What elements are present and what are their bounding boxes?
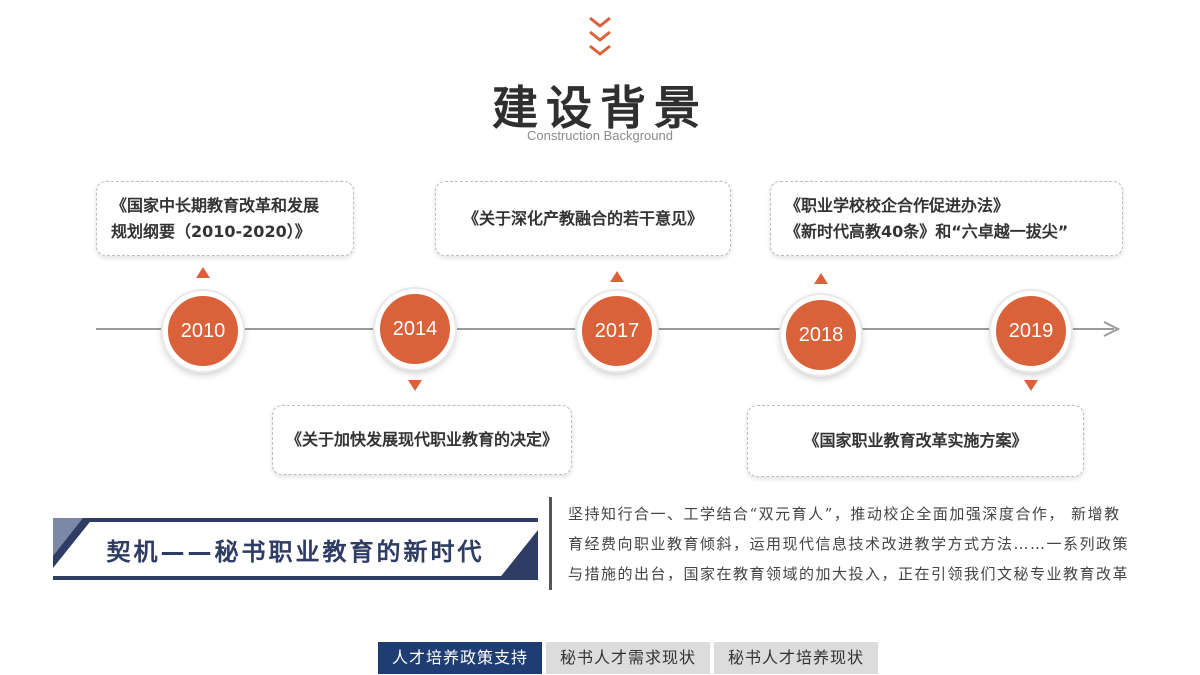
policy-note-line: 《关于深化产教融合的若干意见》 bbox=[462, 208, 703, 228]
paragraph-divider bbox=[549, 497, 552, 590]
description-paragraph: 坚持知行合一、工学结合“双元育人”，推动校企全面加强深度合作， 新增教 育经费向… bbox=[568, 499, 1178, 589]
banner-corner-decoration bbox=[498, 530, 538, 580]
policy-note-line: 《新时代高教40条》和“六卓越一拔尖” bbox=[785, 221, 1069, 241]
policy-note-line: 《国家中长期教育改革和发展 bbox=[111, 195, 320, 215]
year-node-2019[interactable]: 2019 bbox=[991, 291, 1071, 371]
page-title: 建设背景 bbox=[492, 81, 708, 135]
triple-chevron-down-icon bbox=[589, 16, 611, 56]
year-node-2017[interactable]: 2017 bbox=[577, 291, 657, 371]
banner-corner-decoration bbox=[53, 518, 93, 568]
pointer-up-icon bbox=[196, 267, 210, 278]
page-subtitle: Construction Background bbox=[527, 128, 673, 143]
paragraph-line: 与措施的出台，国家在教育领域的加大投入，正在引领我们文秘专业教育改革 bbox=[568, 565, 1130, 583]
policy-note-line: 《国家职业教育改革实施方案》 bbox=[803, 431, 1028, 450]
policy-note-2017: 《关于深化产教融合的若干意见》 bbox=[435, 181, 731, 256]
paragraph-line: 育经费向职业教育倾斜，运用现代信息技术改进教学方式方法……一系列政策 bbox=[568, 535, 1130, 553]
pointer-up-icon bbox=[610, 271, 624, 282]
year-node-2018[interactable]: 2018 bbox=[781, 295, 861, 375]
opportunity-banner bbox=[53, 518, 538, 580]
year-node-2010[interactable]: 2010 bbox=[163, 291, 243, 371]
pointer-up-icon bbox=[814, 273, 828, 284]
policy-note-2010: 《国家中长期教育改革和发展 规划纲要（2010-2020）》 bbox=[96, 181, 354, 256]
policy-note-2019: 《国家职业教育改革实施方案》 bbox=[747, 405, 1084, 477]
tab-talent-training[interactable]: 秘书人才培养现状 bbox=[714, 642, 879, 674]
paragraph-line: 坚持知行合一、工学结合“双元育人”，推动校企全面加强深度合作， 新增教 bbox=[568, 505, 1121, 523]
pointer-down-icon bbox=[1024, 380, 1038, 391]
tab-talent-demand[interactable]: 秘书人才需求现状 bbox=[546, 642, 711, 674]
year-node-2014[interactable]: 2014 bbox=[375, 289, 455, 369]
policy-note-2014: 《关于加快发展现代职业教育的决定》 bbox=[272, 405, 572, 475]
section-tabs: 人才培养政策支持 秘书人才需求现状 秘书人才培养现状 bbox=[378, 642, 882, 674]
banner-title: 契机——秘书职业教育的新时代 bbox=[106, 538, 485, 566]
policy-note-line: 《关于加快发展现代职业教育的决定》 bbox=[286, 430, 559, 449]
pointer-down-icon bbox=[408, 380, 422, 391]
policy-note-line: 《职业学校校企合作促进办法》 bbox=[785, 195, 1010, 215]
tab-policy-support[interactable]: 人才培养政策支持 bbox=[378, 642, 543, 674]
policy-note-line: 规划纲要（2010-2020）》 bbox=[111, 221, 311, 241]
policy-note-2018: 《职业学校校企合作促进办法》 《新时代高教40条》和“六卓越一拔尖” bbox=[770, 181, 1123, 256]
